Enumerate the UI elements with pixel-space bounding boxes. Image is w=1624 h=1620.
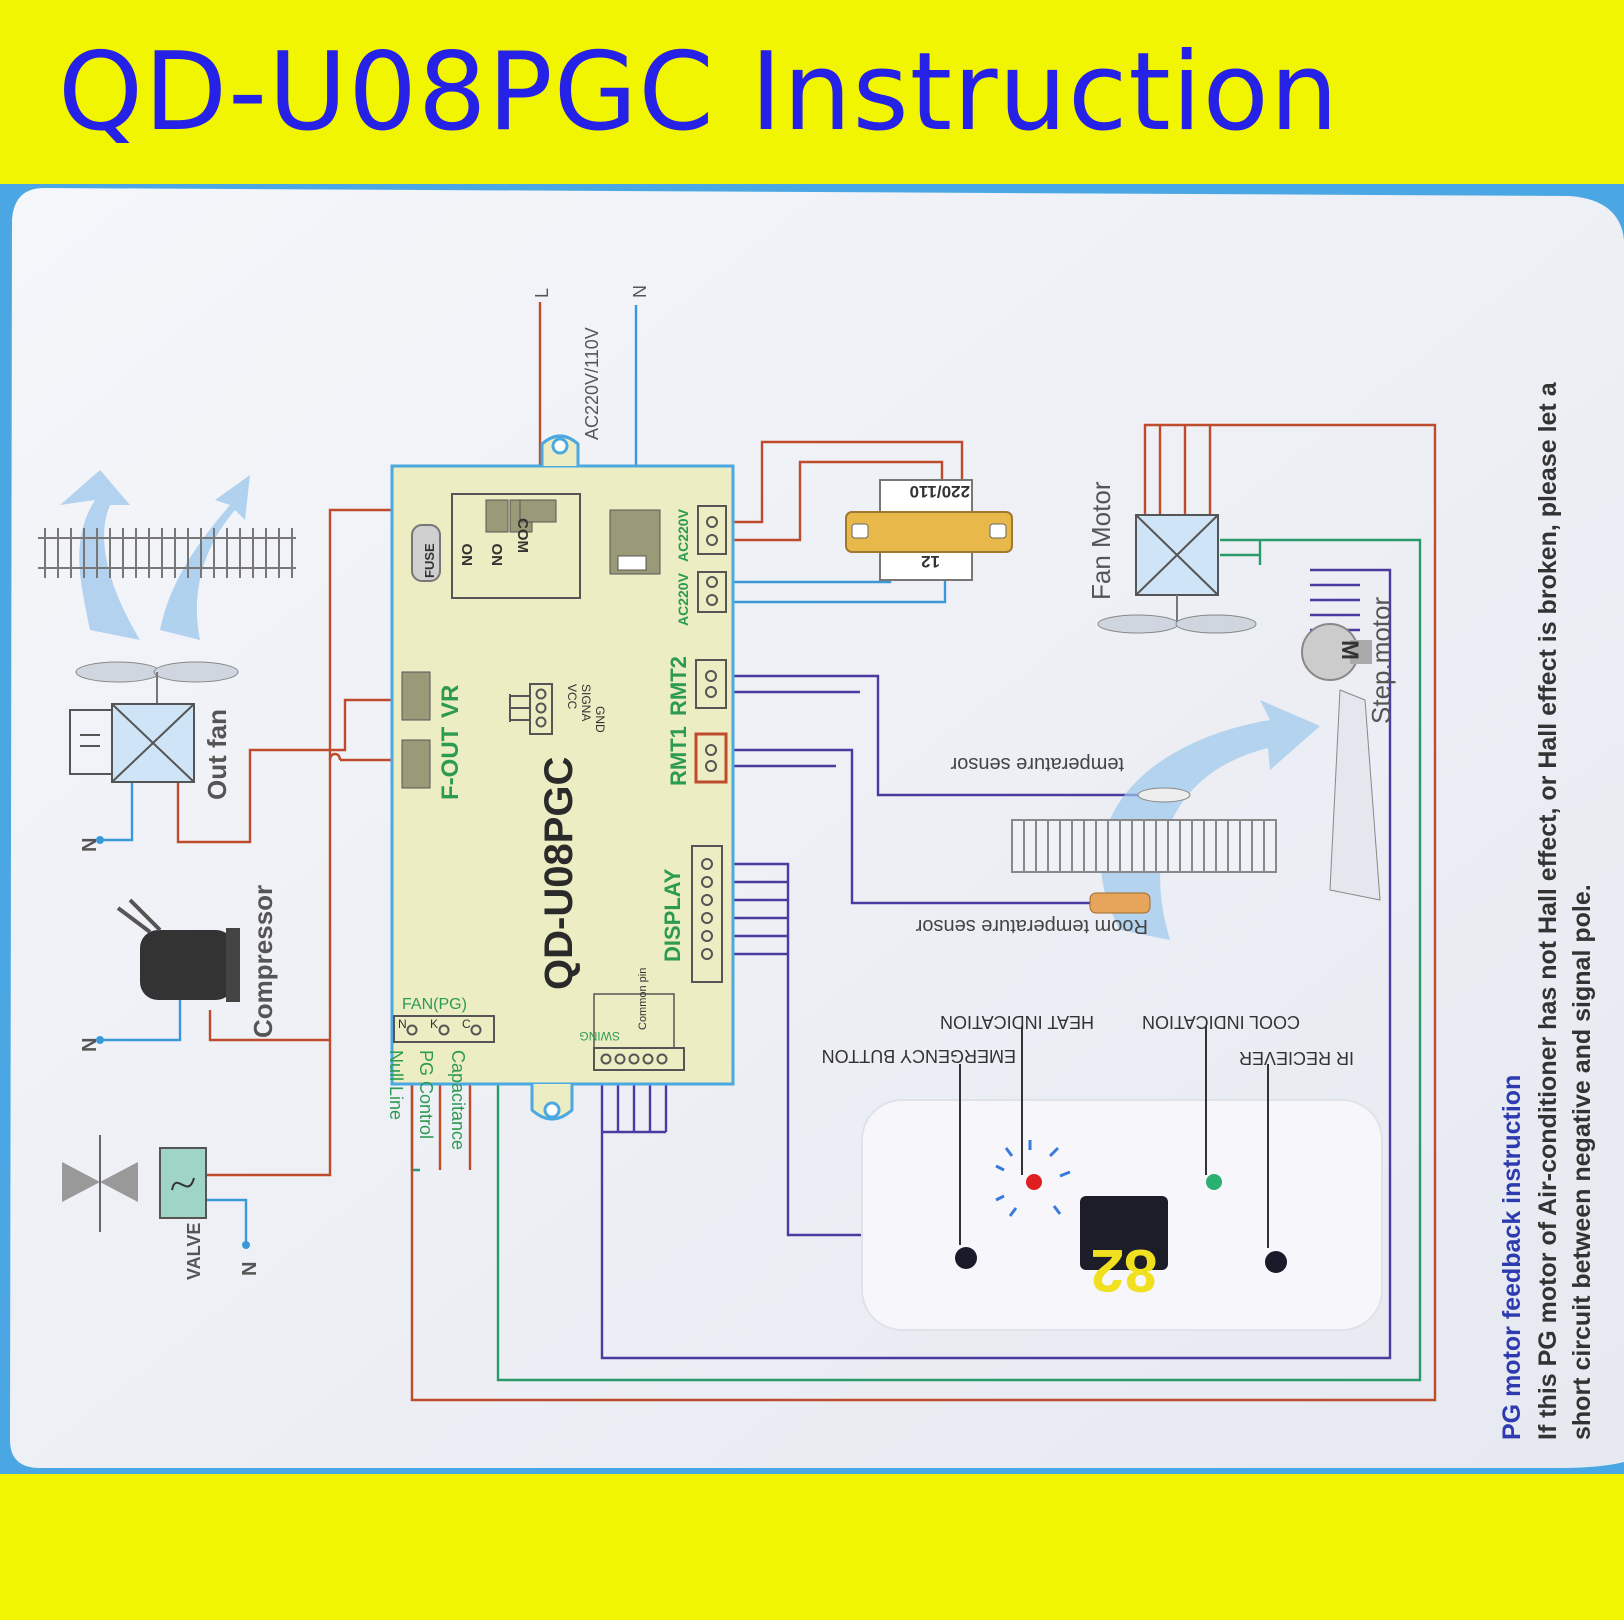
compressor-label: Compressor — [248, 885, 278, 1038]
pg-control-label: PG Control — [416, 1050, 436, 1139]
airflow-icon — [60, 470, 250, 640]
temperature-sensor-icon — [1137, 787, 1191, 803]
transformer-icon — [845, 479, 1013, 581]
room-sensor-wire — [712, 748, 1090, 905]
emergency-button-icon — [955, 1247, 977, 1269]
fan-pin-n-label: N — [398, 1017, 407, 1031]
n-label-compressor: N — [79, 1038, 101, 1052]
vr-label: VR — [437, 685, 464, 718]
temperature-sensor-label: temperature sensor — [950, 753, 1124, 775]
relay-com-label: COM — [514, 518, 531, 553]
transformer-primary-wire — [712, 440, 964, 524]
transformer-primary-label: 220/110 — [909, 482, 970, 501]
fan-motor-icon — [1097, 514, 1257, 634]
fan-pg-connector — [393, 1015, 495, 1043]
gnd-label: GND — [593, 706, 607, 733]
note-heading: PG motor feedback instruction — [1498, 1075, 1526, 1440]
signal-label: SIGNA — [579, 684, 593, 721]
fan-motor-label: Fan Motor — [1086, 481, 1116, 600]
step-motor-symbol: M — [1336, 640, 1363, 660]
board-model-label: QD-U08PGC — [537, 757, 581, 990]
indoor-airflow-icon — [1100, 700, 1320, 940]
swing-wire — [600, 568, 1392, 1360]
outdoor-grille-icon — [38, 528, 296, 578]
l-label: L — [532, 288, 552, 298]
vr-terminal — [401, 671, 431, 721]
transformer-secondary-label: 12 — [921, 552, 940, 571]
step-motor-label: Step.motor — [1366, 596, 1396, 724]
f-out-terminal — [401, 739, 431, 789]
out-fan-label: Out fan — [202, 709, 232, 800]
ac220v-label-1: AC220V — [675, 508, 691, 562]
emergency-button-label: EMERGENCY BUTTON — [822, 1046, 1016, 1066]
relay-block — [451, 493, 581, 599]
null-line-label: Null Line — [386, 1050, 406, 1120]
fuse-label: FUSE — [422, 543, 437, 578]
ac220v-label-2: AC220V — [675, 572, 691, 626]
rmt2-label: RMT2 — [666, 656, 691, 716]
rmt1-connector — [694, 732, 728, 784]
valve-icon — [62, 1135, 207, 1232]
fan-pin-c-label: C — [462, 1017, 471, 1031]
heat-indicator-icon — [1026, 1174, 1042, 1190]
control-board — [390, 434, 735, 1121]
evaporator-icon — [1011, 819, 1277, 873]
fan-pg-label: FAN(PG) — [402, 996, 467, 1013]
f-out-label: F-OUT — [437, 726, 464, 800]
out-fan-icon — [69, 661, 239, 783]
relay-no-label-2: NO — [489, 543, 506, 566]
note-line-1: If this PG motor of Air-conditioner has … — [1534, 381, 1562, 1440]
rmt2-connector — [695, 659, 727, 709]
n-label-valve: N — [239, 1262, 261, 1276]
display-cable — [712, 862, 862, 1237]
swing-label: SWING — [579, 1029, 620, 1043]
valve-label: VALVE — [184, 1223, 204, 1280]
room-temperature-sensor-label: Room temperature sensor — [915, 915, 1148, 937]
fan-pin-k-label: K — [430, 1017, 438, 1031]
display-panel: 82 — [861, 1026, 1383, 1331]
cool-indicator-icon — [1206, 1174, 1222, 1190]
fan-motor-power-wire — [410, 423, 1437, 1402]
voltage-label: AC220V/110V — [582, 327, 602, 440]
fan-motor-pg-wire — [496, 538, 1422, 1382]
relay-terminals — [485, 499, 557, 533]
temperature-sensor-wire — [712, 674, 1140, 797]
display-label: DISPLAY — [660, 868, 685, 962]
n-label-out-fan: N — [79, 838, 101, 852]
relay-no-label-1: NO — [459, 543, 476, 566]
page-title: QD-U08PGC Instruction — [58, 30, 1340, 155]
rmt1-label: RMT1 — [666, 726, 691, 786]
fuse-icon — [411, 524, 441, 582]
valve-wire — [205, 1040, 332, 1177]
n-label: N — [630, 285, 650, 298]
out-fan-wire — [176, 698, 420, 844]
ir-receiver-icon — [1265, 1251, 1287, 1273]
ir-receiver-label: IR RECIEVER — [1239, 1048, 1354, 1068]
common-pin-label: Common pin — [637, 968, 649, 1030]
note-line-2: short circuit between negative and signa… — [1568, 884, 1596, 1440]
vcc-label: VCC — [565, 684, 579, 710]
capacitance-label: Capacitance — [448, 1050, 468, 1150]
heat-indication-label: HEAT INDICATION — [940, 1012, 1094, 1032]
room-sensor-icon — [1089, 892, 1151, 914]
step-motor-icon — [1301, 623, 1381, 901]
cool-indication-label: COOL INDICATION — [1142, 1012, 1300, 1032]
compressor-icon — [116, 898, 240, 1002]
ac220v-connector-1 — [697, 505, 727, 555]
display-digits: 82 — [1091, 1237, 1158, 1304]
